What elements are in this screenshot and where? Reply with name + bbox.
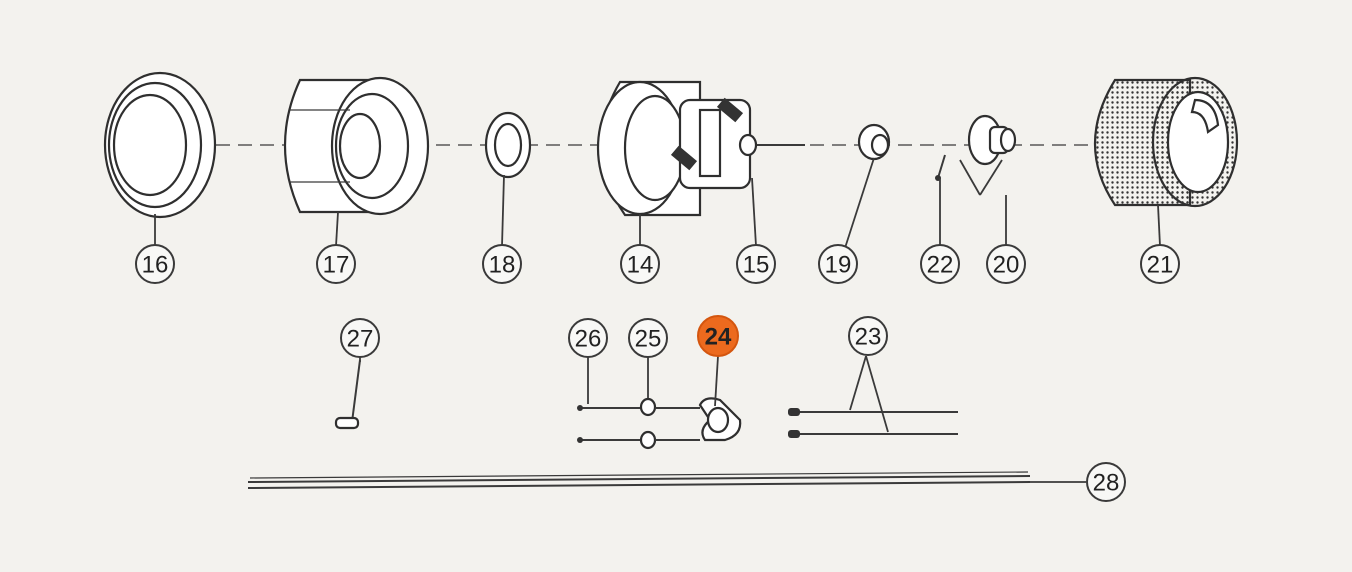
callout-26[interactable]: 26 bbox=[568, 318, 608, 358]
callout-24-highlighted[interactable]: 24 bbox=[697, 315, 739, 357]
callout-label: 20 bbox=[993, 252, 1020, 279]
part-28-cable bbox=[247, 471, 1031, 489]
callout-label: 15 bbox=[743, 252, 770, 279]
callout-22[interactable]: 22 bbox=[920, 244, 960, 284]
part-24-clamp bbox=[698, 397, 742, 442]
part-22-screw bbox=[935, 154, 946, 181]
callout-label: 18 bbox=[489, 252, 516, 279]
callout-label: 17 bbox=[323, 252, 350, 279]
callout-19[interactable]: 19 bbox=[818, 244, 858, 284]
callout-21[interactable]: 21 bbox=[1140, 244, 1180, 284]
leader-lines bbox=[154, 157, 1161, 483]
callout-label: 25 bbox=[635, 326, 662, 353]
callout-27[interactable]: 27 bbox=[340, 318, 380, 358]
callout-28[interactable]: 28 bbox=[1086, 462, 1126, 502]
callout-20[interactable]: 20 bbox=[986, 244, 1026, 284]
callout-label: 23 bbox=[855, 324, 882, 351]
part-15-rotor bbox=[670, 97, 805, 190]
callout-17[interactable]: 17 bbox=[316, 244, 356, 284]
callout-label: 28 bbox=[1093, 470, 1120, 497]
callout-25[interactable]: 25 bbox=[628, 318, 668, 358]
callout-16[interactable]: 16 bbox=[135, 244, 175, 284]
callout-label: 24 bbox=[705, 324, 732, 351]
callout-23[interactable]: 23 bbox=[848, 316, 888, 356]
part-23-wires bbox=[788, 408, 958, 438]
part-25-washers bbox=[639, 397, 700, 450]
callout-label: 27 bbox=[347, 326, 374, 353]
callout-label: 16 bbox=[142, 252, 169, 279]
callout-label: 21 bbox=[1147, 252, 1174, 279]
callout-18[interactable]: 18 bbox=[482, 244, 522, 284]
callout-label: 14 bbox=[627, 252, 654, 279]
part-19-nut bbox=[857, 123, 891, 161]
part-27-pin bbox=[334, 359, 361, 430]
part-21-mesh-cover bbox=[1093, 76, 1239, 208]
part-18-ring bbox=[484, 111, 532, 179]
callout-label: 22 bbox=[927, 252, 954, 279]
part-16-ring bbox=[103, 71, 217, 219]
part-26-screws bbox=[577, 405, 640, 443]
part-20-connector bbox=[967, 114, 1017, 166]
part-17-drum bbox=[283, 76, 430, 216]
callout-label: 19 bbox=[825, 252, 852, 279]
callout-15[interactable]: 15 bbox=[736, 244, 776, 284]
callout-14[interactable]: 14 bbox=[620, 244, 660, 284]
callout-label: 26 bbox=[575, 326, 602, 353]
